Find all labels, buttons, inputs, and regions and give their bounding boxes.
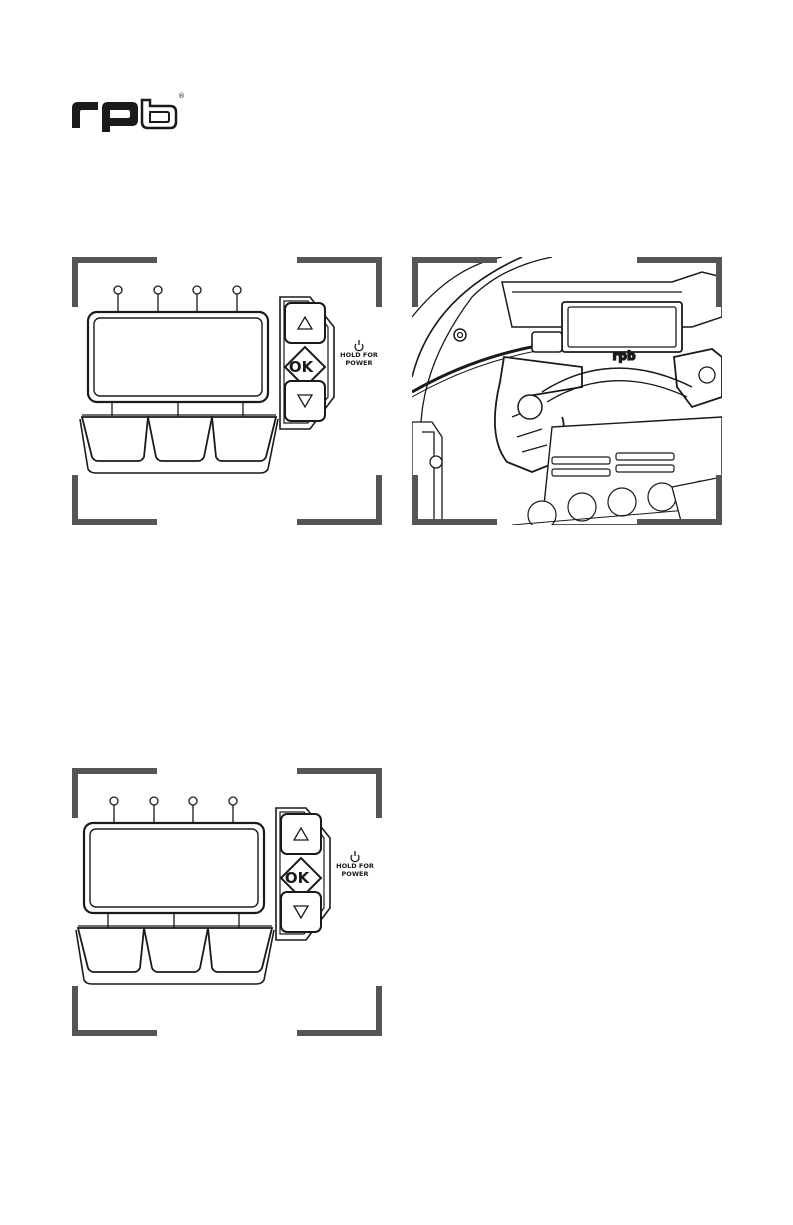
indicator-led-2 (154, 286, 162, 294)
ok-label: OK (285, 869, 311, 887)
rpb-logo: ® (70, 96, 190, 132)
up-button (281, 814, 321, 854)
lcd-screen (84, 823, 264, 913)
soft-key-right (208, 928, 272, 972)
fixture-badge: rpb (612, 349, 636, 363)
power-icon (351, 851, 359, 862)
fixture-illustration: rpb (412, 257, 722, 525)
soft-key-right (212, 417, 276, 461)
indicator-led-4 (233, 286, 241, 294)
registered-mark: ® (178, 92, 185, 100)
soft-key-left (78, 928, 144, 972)
indicator-led-4 (229, 797, 237, 805)
ok-label: OK (289, 358, 315, 376)
indicator-led-1 (110, 797, 118, 805)
lcd-screen (88, 312, 268, 402)
up-button (285, 303, 325, 343)
soft-key-middle (148, 417, 212, 461)
power-label: POWER (346, 359, 373, 367)
control-panel-diagram-bottom: OK HOLD FOR POWER (72, 768, 382, 1036)
indicator-led-3 (193, 286, 201, 294)
control-box (562, 302, 682, 352)
control-panel-diagram-top: OK HOLD FOR POWER (72, 257, 382, 525)
power-label: POWER (342, 870, 369, 878)
hold-for-label: HOLD FOR (336, 862, 374, 870)
power-icon (355, 340, 363, 351)
indicator-led-3 (189, 797, 197, 805)
hold-for-label: HOLD FOR (340, 351, 378, 359)
down-button (285, 381, 325, 421)
soft-key-left (82, 417, 148, 461)
soft-key-middle (144, 928, 208, 972)
down-button (281, 892, 321, 932)
indicator-led-2 (150, 797, 158, 805)
indicator-led-1 (114, 286, 122, 294)
